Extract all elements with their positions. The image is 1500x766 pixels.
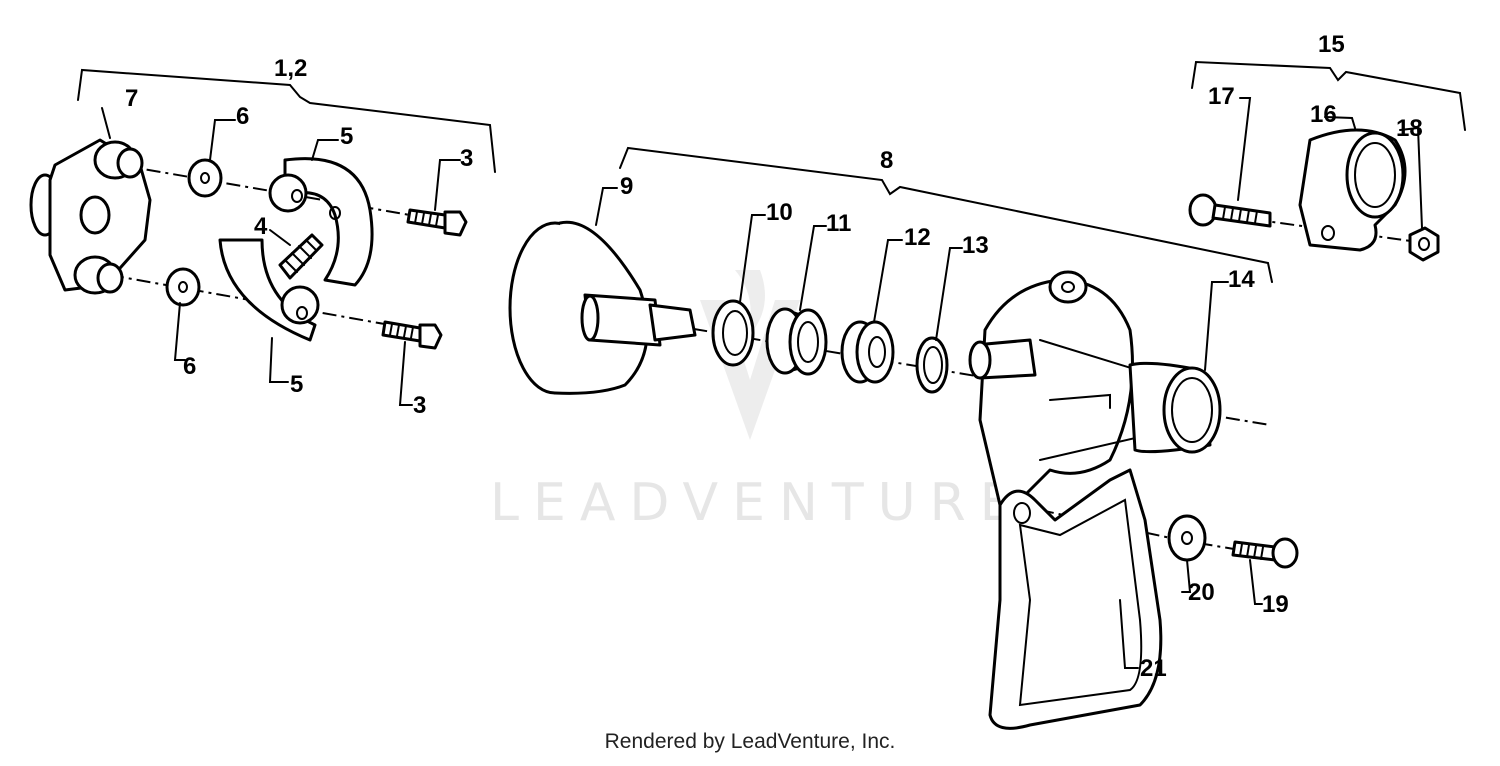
label-6-top: 6 bbox=[236, 103, 249, 130]
label-12: 12 bbox=[904, 224, 931, 251]
label-17: 17 bbox=[1208, 83, 1235, 110]
part-3-bolts bbox=[381, 208, 468, 350]
label-3-top: 3 bbox=[460, 145, 473, 172]
part-9-clutch-drum bbox=[508, 220, 697, 395]
part-17-screw bbox=[1188, 193, 1272, 228]
credit-text: Rendered by LeadVenture, Inc. bbox=[604, 730, 896, 753]
label-3-bottom: 3 bbox=[413, 392, 426, 419]
label-18: 18 bbox=[1396, 115, 1423, 142]
part-10-snap-ring bbox=[711, 299, 755, 367]
label-13: 13 bbox=[962, 232, 989, 259]
part-labels: 1,2 7 6 6 5 5 4 3 3 8 9 10 11 12 13 14 1… bbox=[125, 31, 1423, 682]
label-11: 11 bbox=[826, 210, 851, 237]
label-1-2: 1,2 bbox=[274, 55, 307, 82]
label-9: 9 bbox=[620, 173, 633, 200]
part-19-bolt bbox=[1231, 537, 1299, 569]
group-brackets bbox=[77, 60, 1466, 283]
label-8: 8 bbox=[880, 147, 893, 174]
part-18-nut bbox=[1408, 226, 1440, 262]
part-21-bracket bbox=[988, 468, 1163, 730]
part-4-spring bbox=[278, 233, 324, 280]
label-5-top: 5 bbox=[340, 123, 353, 150]
label-6-bottom: 6 bbox=[183, 353, 196, 380]
label-16: 16 bbox=[1310, 101, 1337, 128]
part-16-clamp bbox=[1298, 128, 1407, 252]
label-14: 14 bbox=[1228, 266, 1255, 293]
part-13-snap-ring bbox=[915, 336, 949, 394]
label-21: 21 bbox=[1140, 655, 1167, 682]
label-19: 19 bbox=[1262, 591, 1289, 618]
label-10: 10 bbox=[766, 199, 793, 226]
part-7-clutch-carrier bbox=[29, 138, 152, 295]
part-6-washers bbox=[165, 158, 223, 307]
part-14-clutch-housing bbox=[968, 270, 1222, 507]
label-15: 15 bbox=[1318, 31, 1345, 58]
watermark-text: LEADVENTURE bbox=[490, 473, 1027, 533]
part-20-washer bbox=[1167, 514, 1207, 562]
leader-lines bbox=[101, 97, 1423, 669]
label-20: 20 bbox=[1188, 579, 1215, 606]
label-5-bottom: 5 bbox=[290, 371, 303, 398]
part-11-bearing bbox=[765, 307, 828, 376]
label-4: 4 bbox=[254, 213, 268, 240]
part-12-spacer bbox=[840, 320, 895, 384]
part-5-clutch-shoes bbox=[218, 157, 374, 342]
label-7: 7 bbox=[125, 85, 138, 112]
